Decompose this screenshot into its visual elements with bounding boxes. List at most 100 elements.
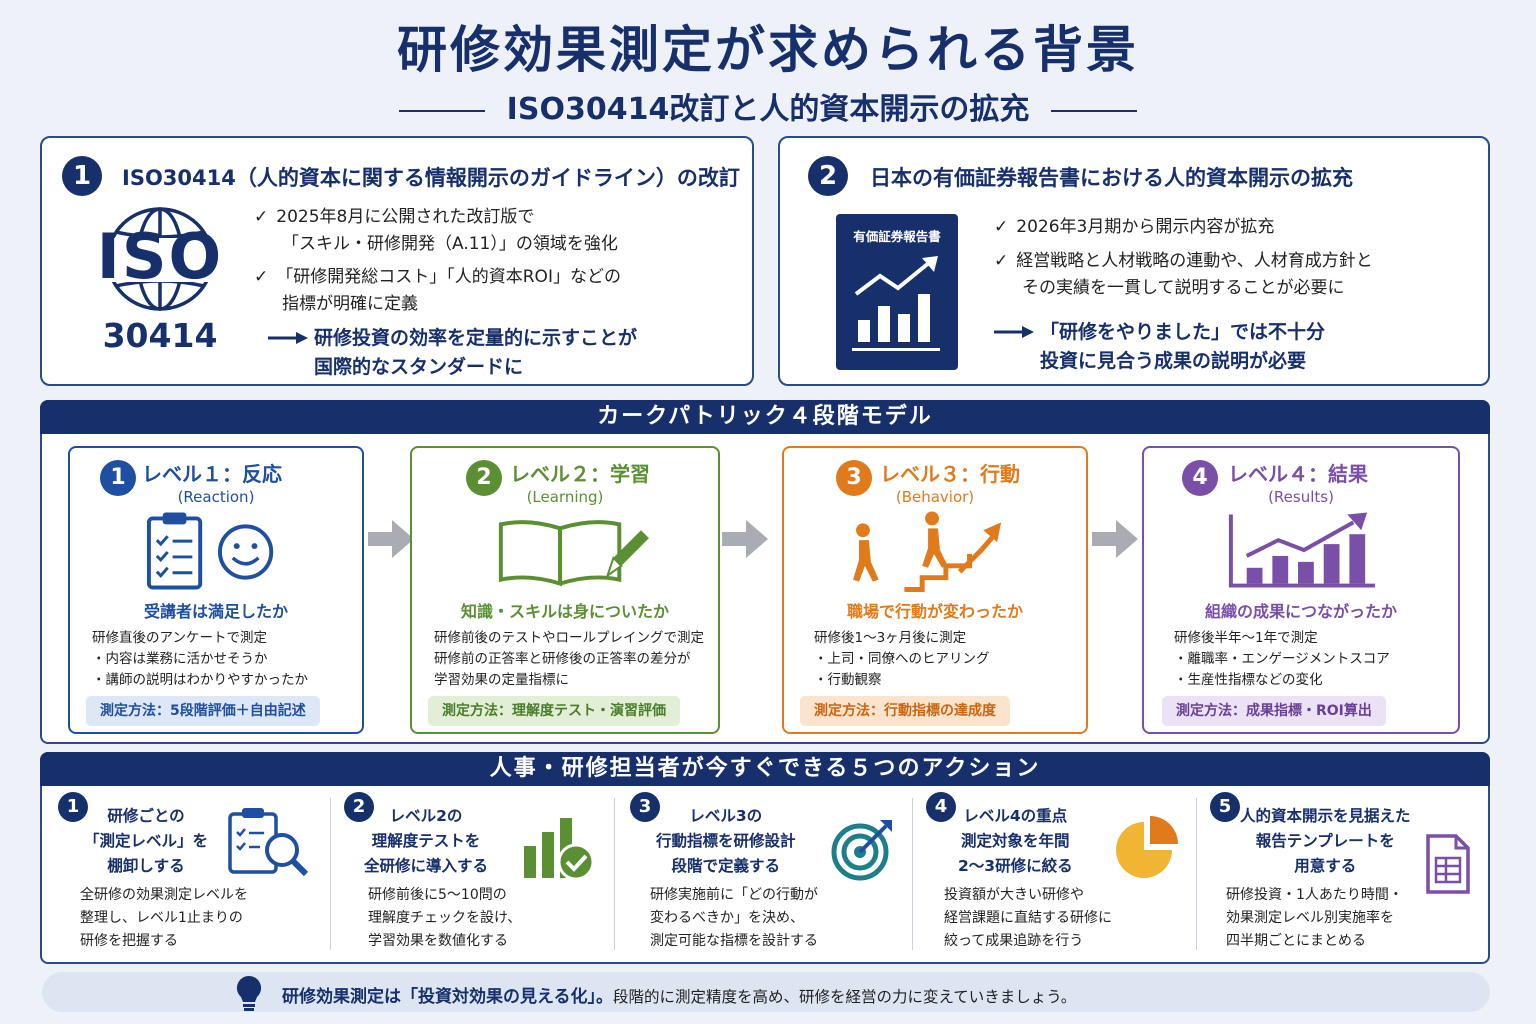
arrow-right-icon [994,326,1034,338]
level-2-method: 測定方法：理解度テスト・演習評価 [428,696,680,726]
action-1: 1 研修ごとの 「測定レベル」を 棚卸しする 全研修の効果測定レベルを 整理し、… [40,790,310,960]
disclosure-check-2-cont: その実績を一貫して説明することが必要に [1022,278,1345,298]
clipboard-search-icon [228,808,309,877]
level-1-card: 1 レベル１：反応 (Reaction) 受講者は満足したか 研修直後のアンケー… [68,446,364,734]
check-icon: ✓ [994,251,1009,271]
actions-banner: 人事・研修担当者が今すぐできる５つのアクション [40,752,1490,786]
iso-check-1-cont: 「スキル・研修開発（A.11）」の領域を強化 [282,234,618,254]
level-4-card: 4 レベル４：結果 (Results) 組織の成果につながったか 研修後半年〜1… [1142,446,1460,734]
level-3-number: 3 [836,460,872,496]
disclosure-conclusion-line1: 「研修をやりました」では不十分 [1040,321,1326,343]
bar-check-icon [524,818,595,881]
action-4-title: レベル4の重点 測定対象を年間 2〜3研修に絞る [958,807,1073,875]
check-icon: ✓ [254,207,269,227]
level-1-number: 1 [100,460,136,496]
subtitle-rule-right [1051,109,1138,112]
action-1-title: 研修ごとの 「測定レベル」を 棚卸しする [84,807,209,875]
flow-arrow-icon [722,520,768,558]
footer-message: 研修効果測定は「投資対効果の見える化」。段階的に測定精度を高め、研修を経営の力に… [282,987,1077,1007]
action-divider [614,798,615,950]
action-2-number: 2 [344,792,374,822]
model-banner: カークパトリック４段階モデル [40,400,1490,434]
level-2-english: (Learning) [526,488,604,506]
level-1-question: 受講者は満足したか [143,602,288,621]
section-number-1: 1 [62,156,102,196]
action-3-title: レベル3の 行動指標を研修設計 段階で定義する [656,807,796,875]
survey-smile-icon [146,512,274,590]
iso-check-2: ✓「研修開発総コスト」「人的資本ROI」などの [254,267,621,287]
action-5: 5 人的資本開示を見据えた 報告テンプレートを 用意する 研修投資・1人あたり時… [1196,790,1490,960]
level-3-name: レベル３：行動 [880,462,1020,486]
level-1-description: 研修直後のアンケートで測定 ・内容は業務に活かせそうか ・講師の説明はわかりやす… [92,630,308,688]
iso-logo-number: 30414 [102,316,218,355]
flow-arrow-icon [368,520,414,558]
action-3-description: 研修実施前に「どの行動が 変わるべきか」を決め、 測定可能な指標を設計する [650,887,818,949]
action-5-number: 5 [1210,792,1240,822]
footer-bar: 研修効果測定は「投資対効果の見える化」。段階的に測定精度を高め、研修を経営の力に… [42,972,1490,1012]
level-2-number: 2 [466,460,502,496]
target-icon [831,820,892,881]
action-2-title: レベル2の 理解度テストを 全研修に導入する [364,807,489,875]
level-4-name: レベル４：結果 [1228,462,1368,486]
action-2-description: 研修前後に5〜10問の 理解度チェックを設け、 学習効果を数値化する [368,887,522,949]
action-3: 3 レベル3の 行動指標を研修設計 段階で定義する 研修実施前に「どの行動が 変… [614,790,910,960]
level-1-name: レベル１：反応 [142,462,282,486]
action-4-description: 投資額が大きい研修や 経営課題に直結する研修に 絞って成果追跡を行う [944,887,1112,949]
check-icon: ✓ [254,267,269,287]
page-title: 研修効果測定が求められる背景 [397,21,1139,79]
book-pencil-icon [498,520,649,587]
iso-conclusion-line1: 研修投資の効率を定量的に示すことが [314,327,638,349]
check-icon: ✓ [994,217,1009,237]
spreadsheet-icon [1426,834,1470,894]
report-label: 有価証券報告書 [853,229,941,244]
iso-check-1: ✓2025年8月に公開された改訂版で [254,207,535,227]
subtitle-text: ISO30414改訂と人的資本開示の拡充 [506,92,1030,127]
disclosure-conclusion-line2: 投資に見合う成果の説明が必要 [1040,350,1307,372]
level-4-question: 組織の成果につながったか [1204,602,1397,621]
level-2-question: 知識・スキルは身についたか [460,602,669,621]
level-4-method: 測定方法：成果指標・ROI算出 [1162,696,1386,726]
disclosure-check-2: ✓経営戦略と人材戦略の連動や、人材育成方針と [994,251,1373,271]
level-1-method: 測定方法：5段階評価＋自由記述 [86,696,320,726]
flow-arrow-icon [1092,520,1138,558]
arrow-right-icon [268,332,308,344]
level-4-english: (Results) [1268,488,1334,506]
section-iso-card: 1 ISO30414（人的資本に関する情報開示のガイドライン）の改訂 ISO 3… [40,136,754,386]
action-2: 2 レベル2の 理解度テストを 全研修に導入する 研修前後に5〜10問の 理解度… [330,790,600,960]
action-3-number: 3 [630,792,660,822]
results-chart-icon [1228,512,1376,588]
section-disclosure-card: 2 日本の有価証券報告書における人的資本開示の拡充 有価証券報告書 ✓2026年… [778,136,1490,386]
growth-chart-icon [852,256,940,351]
section-number-2: 2 [808,156,848,196]
subtitle-rule-left [398,109,485,112]
action-divider [912,798,913,950]
section-iso-title: ISO30414（人的資本に関する情報開示のガイドライン）の改訂 [122,166,740,190]
level-3-english: (Behavior) [895,488,975,506]
action-divider [330,798,331,950]
securities-report-icon: 有価証券報告書 [836,214,958,370]
level-3-description: 研修後1〜3ヶ月後に測定 ・上司・同僚へのヒアリング ・行動観察 [814,630,990,688]
level-1-english: (Reaction) [177,488,255,506]
level-4-description: 研修後半年〜1年で測定 ・離職率・エンゲージメントスコア ・生産性指標などの変化 [1174,630,1390,688]
iso-conclusion-line2: 国際的なスタンダードに [314,356,524,378]
iso-check-2-cont: 指標が明確に定義 [282,294,418,314]
level-4-number: 4 [1182,460,1218,496]
level-3-question: 職場で行動が変わったか [846,602,1023,621]
action-1-number: 1 [58,792,88,822]
level-2-name: レベル２：学習 [510,462,650,486]
action-1-description: 全研修の効果測定レベルを 整理し、レベル1止まりの 研修を把握する [80,887,248,949]
level-2-description: 研修前後のテストやロールプレイングで測定 研修前の正答率と研修後の正答率の差分が… [434,630,704,688]
iso-logo-icon [90,207,230,311]
walking-stairs-icon [853,511,1002,592]
action-5-title: 人的資本開示を見据えた 報告テンプレートを 用意する [1240,807,1411,875]
page-subtitle: ISO30414改訂と人的資本開示の拡充 [0,84,1536,128]
action-4: 4 レベル4の重点 測定対象を年間 2〜3研修に絞る 投資額が大きい研修や 経営… [912,790,1182,960]
section-disclosure-title: 日本の有価証券報告書における人的資本開示の拡充 [870,166,1353,190]
level-2-card: 2 レベル２：学習 (Learning) 知識・スキルは身についたか 研修前後の… [410,446,720,734]
action-divider [1196,798,1197,950]
iso-logo-text: ISO [96,220,224,293]
level-3-method: 測定方法：行動指標の達成度 [800,696,1010,726]
level-3-card: 3 レベル３：行動 (Behavior) 職場で行動が変わったか 研修後1〜3ヶ… [782,446,1088,734]
lightbulb-icon [236,975,262,1011]
